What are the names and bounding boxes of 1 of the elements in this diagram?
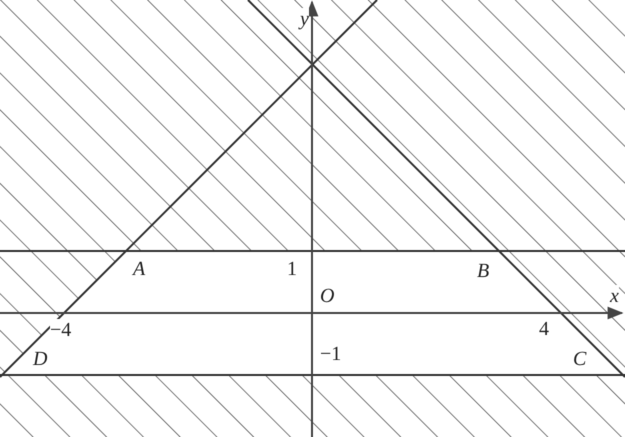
axis-label: y — [300, 8, 309, 30]
